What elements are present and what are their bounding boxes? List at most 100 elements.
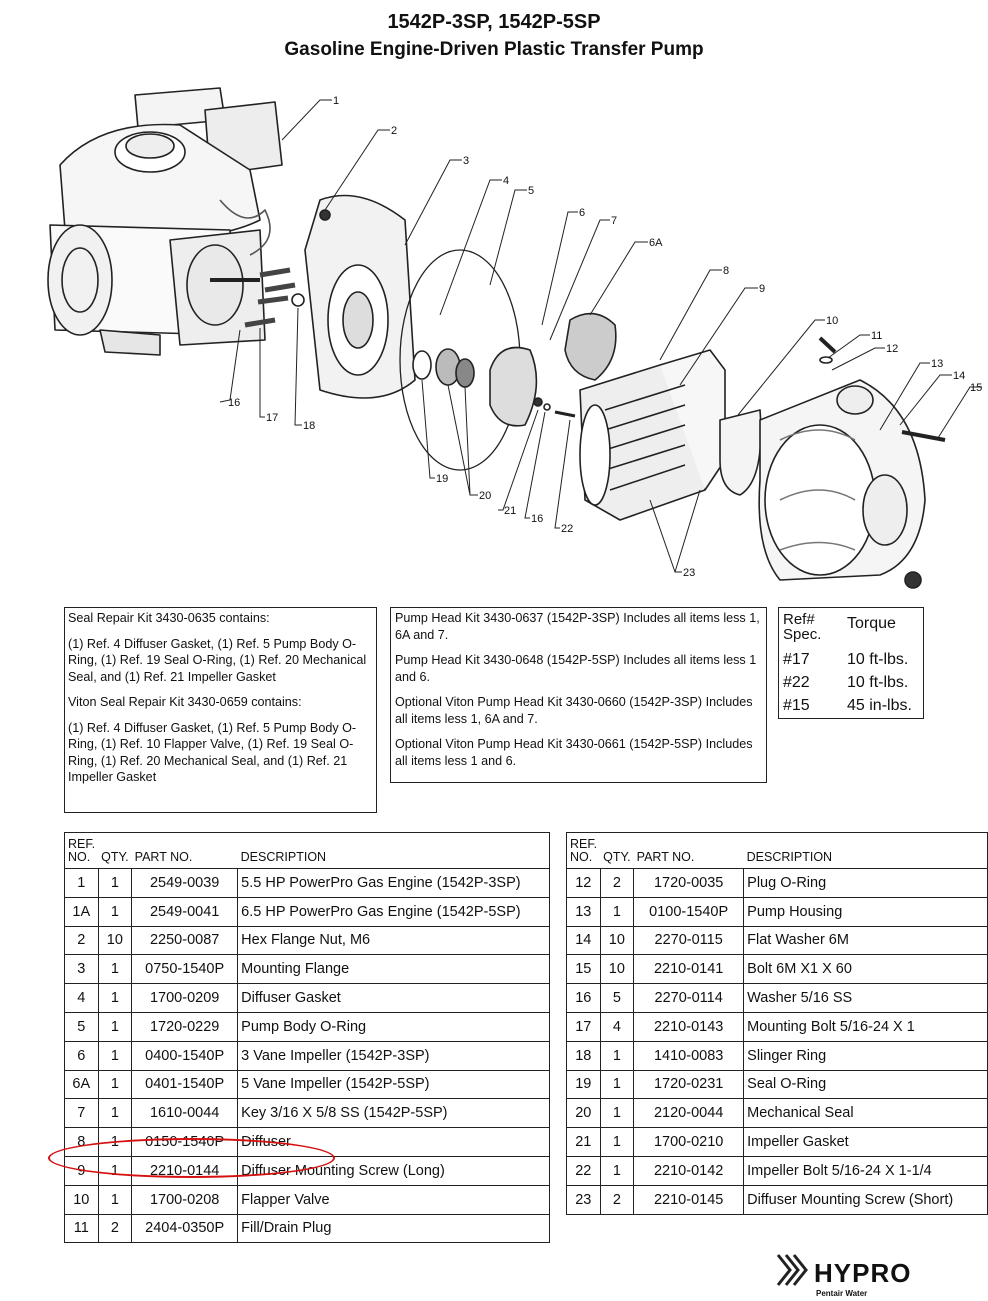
cell-ref: 6 bbox=[64, 1040, 99, 1071]
col-ref-no: NO. bbox=[68, 850, 91, 864]
product-name: Gasoline Engine-Driven Plastic Transfer … bbox=[284, 39, 704, 60]
col-ref-top: REF. bbox=[68, 837, 96, 851]
table-header-row: REF.NO. QTY. PART NO. DESCRIPTION bbox=[566, 832, 988, 869]
torque-row: #22 10 ft-lbs. bbox=[783, 671, 919, 694]
cell-part-no: 1720-0231 bbox=[633, 1069, 745, 1100]
viton-seal-kit-contents: (1) Ref. 4 Diffuser Gasket, (1) Ref. 5 P… bbox=[68, 720, 357, 785]
cell-qty: 1 bbox=[599, 1069, 635, 1100]
cell-qty: 10 bbox=[97, 925, 133, 956]
pentair-water-text: Pentair Water bbox=[816, 1289, 868, 1298]
cell-qty: 10 bbox=[599, 954, 635, 985]
cell-qty: 2 bbox=[599, 1184, 635, 1215]
cell-part-no: 0100-1540P bbox=[633, 896, 745, 927]
seal-kit-title: Seal Repair Kit 3430-0635 contains: bbox=[68, 611, 270, 625]
cell-qty: 1 bbox=[97, 1155, 133, 1186]
cell-ref: 17 bbox=[566, 1011, 601, 1042]
cell-part-no: 2549-0039 bbox=[131, 868, 239, 898]
torque-header-torque: Torque bbox=[847, 615, 896, 632]
impellers bbox=[489, 312, 617, 427]
cell-ref: 4 bbox=[64, 983, 99, 1013]
torque-row: #15 45 in-lbs. bbox=[783, 694, 919, 717]
cell-ref: 8 bbox=[64, 1127, 99, 1157]
callout-18: 18 bbox=[303, 420, 315, 432]
torque-ref: #15 bbox=[783, 697, 810, 714]
cell-description: Washer 5/16 SS bbox=[743, 983, 988, 1013]
cell-description: Slinger Ring bbox=[743, 1040, 988, 1071]
cell-ref: 1A bbox=[64, 896, 99, 927]
hypro-wordmark: HYPRO bbox=[814, 1258, 912, 1288]
hypro-logo: HYPRO Pentair Water bbox=[770, 1242, 950, 1298]
cell-ref: 22 bbox=[566, 1155, 601, 1186]
callout-10: 10 bbox=[826, 315, 838, 327]
cell-ref: 15 bbox=[566, 954, 601, 985]
callout-1: 1 bbox=[333, 95, 339, 107]
cell-part-no: 2210-0142 bbox=[633, 1155, 745, 1186]
leader-lines bbox=[219, 99, 982, 573]
cell-ref: 19 bbox=[566, 1069, 601, 1100]
cell-qty: 1 bbox=[97, 896, 133, 927]
cell-part-no: 0750-1540P bbox=[131, 954, 239, 985]
cell-ref: 1 bbox=[64, 868, 99, 898]
cell-description: Flat Washer 6M bbox=[743, 925, 988, 956]
cell-part-no: 2120-0044 bbox=[633, 1098, 745, 1129]
mounting-bolts bbox=[244, 267, 305, 328]
cell-part-no: 2210-0141 bbox=[633, 954, 745, 985]
cell-qty: 1 bbox=[97, 1040, 133, 1071]
cell-description: Diffuser Mounting Screw (Short) bbox=[743, 1184, 988, 1215]
cell-part-no: 1700-0209 bbox=[131, 983, 239, 1013]
viton-seal-kit-title: Viton Seal Repair Kit 3430-0659 contains… bbox=[68, 695, 302, 709]
callout-5: 5 bbox=[528, 185, 534, 197]
cell-ref: 12 bbox=[566, 868, 601, 898]
callout-20: 20 bbox=[479, 490, 491, 502]
pump-housing-drawing bbox=[758, 336, 926, 589]
cell-qty: 4 bbox=[599, 1011, 635, 1042]
callout-6: 6 bbox=[579, 207, 585, 219]
cell-qty: 1 bbox=[97, 954, 133, 985]
cell-ref: 7 bbox=[64, 1098, 99, 1129]
callout-2: 2 bbox=[391, 125, 397, 137]
cell-ref: 3 bbox=[64, 954, 99, 985]
model-numbers: 1542P-3SP, 1542P-5SP bbox=[387, 11, 601, 33]
torque-value: 10 ft-lbs. bbox=[847, 674, 909, 691]
torque-ref: #22 bbox=[783, 674, 810, 691]
cell-ref: 23 bbox=[566, 1184, 601, 1215]
viton-pump-head-kit-3sp: Optional Viton Pump Head Kit 3430-0660 (… bbox=[395, 695, 753, 726]
cell-description: Key 3/16 X 5/8 SS (1542P-5SP) bbox=[237, 1098, 550, 1129]
cell-description: Pump Housing bbox=[743, 896, 988, 927]
callout-19: 19 bbox=[436, 473, 448, 485]
torque-value: 10 ft-lbs. bbox=[847, 651, 909, 668]
cell-ref: 2 bbox=[64, 925, 99, 956]
cell-part-no: 2250-0087 bbox=[131, 925, 239, 956]
cell-ref: 10 bbox=[64, 1184, 99, 1215]
cell-qty: 1 bbox=[97, 1184, 133, 1215]
col-part-no: PART NO. bbox=[131, 832, 238, 869]
cell-qty: 2 bbox=[599, 868, 635, 898]
callout-14: 14 bbox=[953, 370, 965, 382]
cell-description: Diffuser Mounting Screw (Long) bbox=[237, 1155, 550, 1186]
torque-row: #17 10 ft-lbs. bbox=[783, 648, 919, 671]
cell-qty: 1 bbox=[97, 1069, 133, 1100]
cell-ref: 5 bbox=[64, 1011, 99, 1042]
callout-22: 22 bbox=[561, 523, 573, 535]
cell-ref: 18 bbox=[566, 1040, 601, 1071]
cell-part-no: 2210-0144 bbox=[131, 1155, 239, 1186]
table-header-row: REF.NO. QTY. PART NO. DESCRIPTION bbox=[64, 832, 550, 869]
diffuser-drawing bbox=[533, 349, 726, 521]
callout-9: 9 bbox=[759, 283, 765, 295]
torque-ref: #17 bbox=[783, 651, 810, 668]
col-qty: QTY. bbox=[98, 832, 132, 869]
cell-qty: 1 bbox=[97, 983, 133, 1013]
